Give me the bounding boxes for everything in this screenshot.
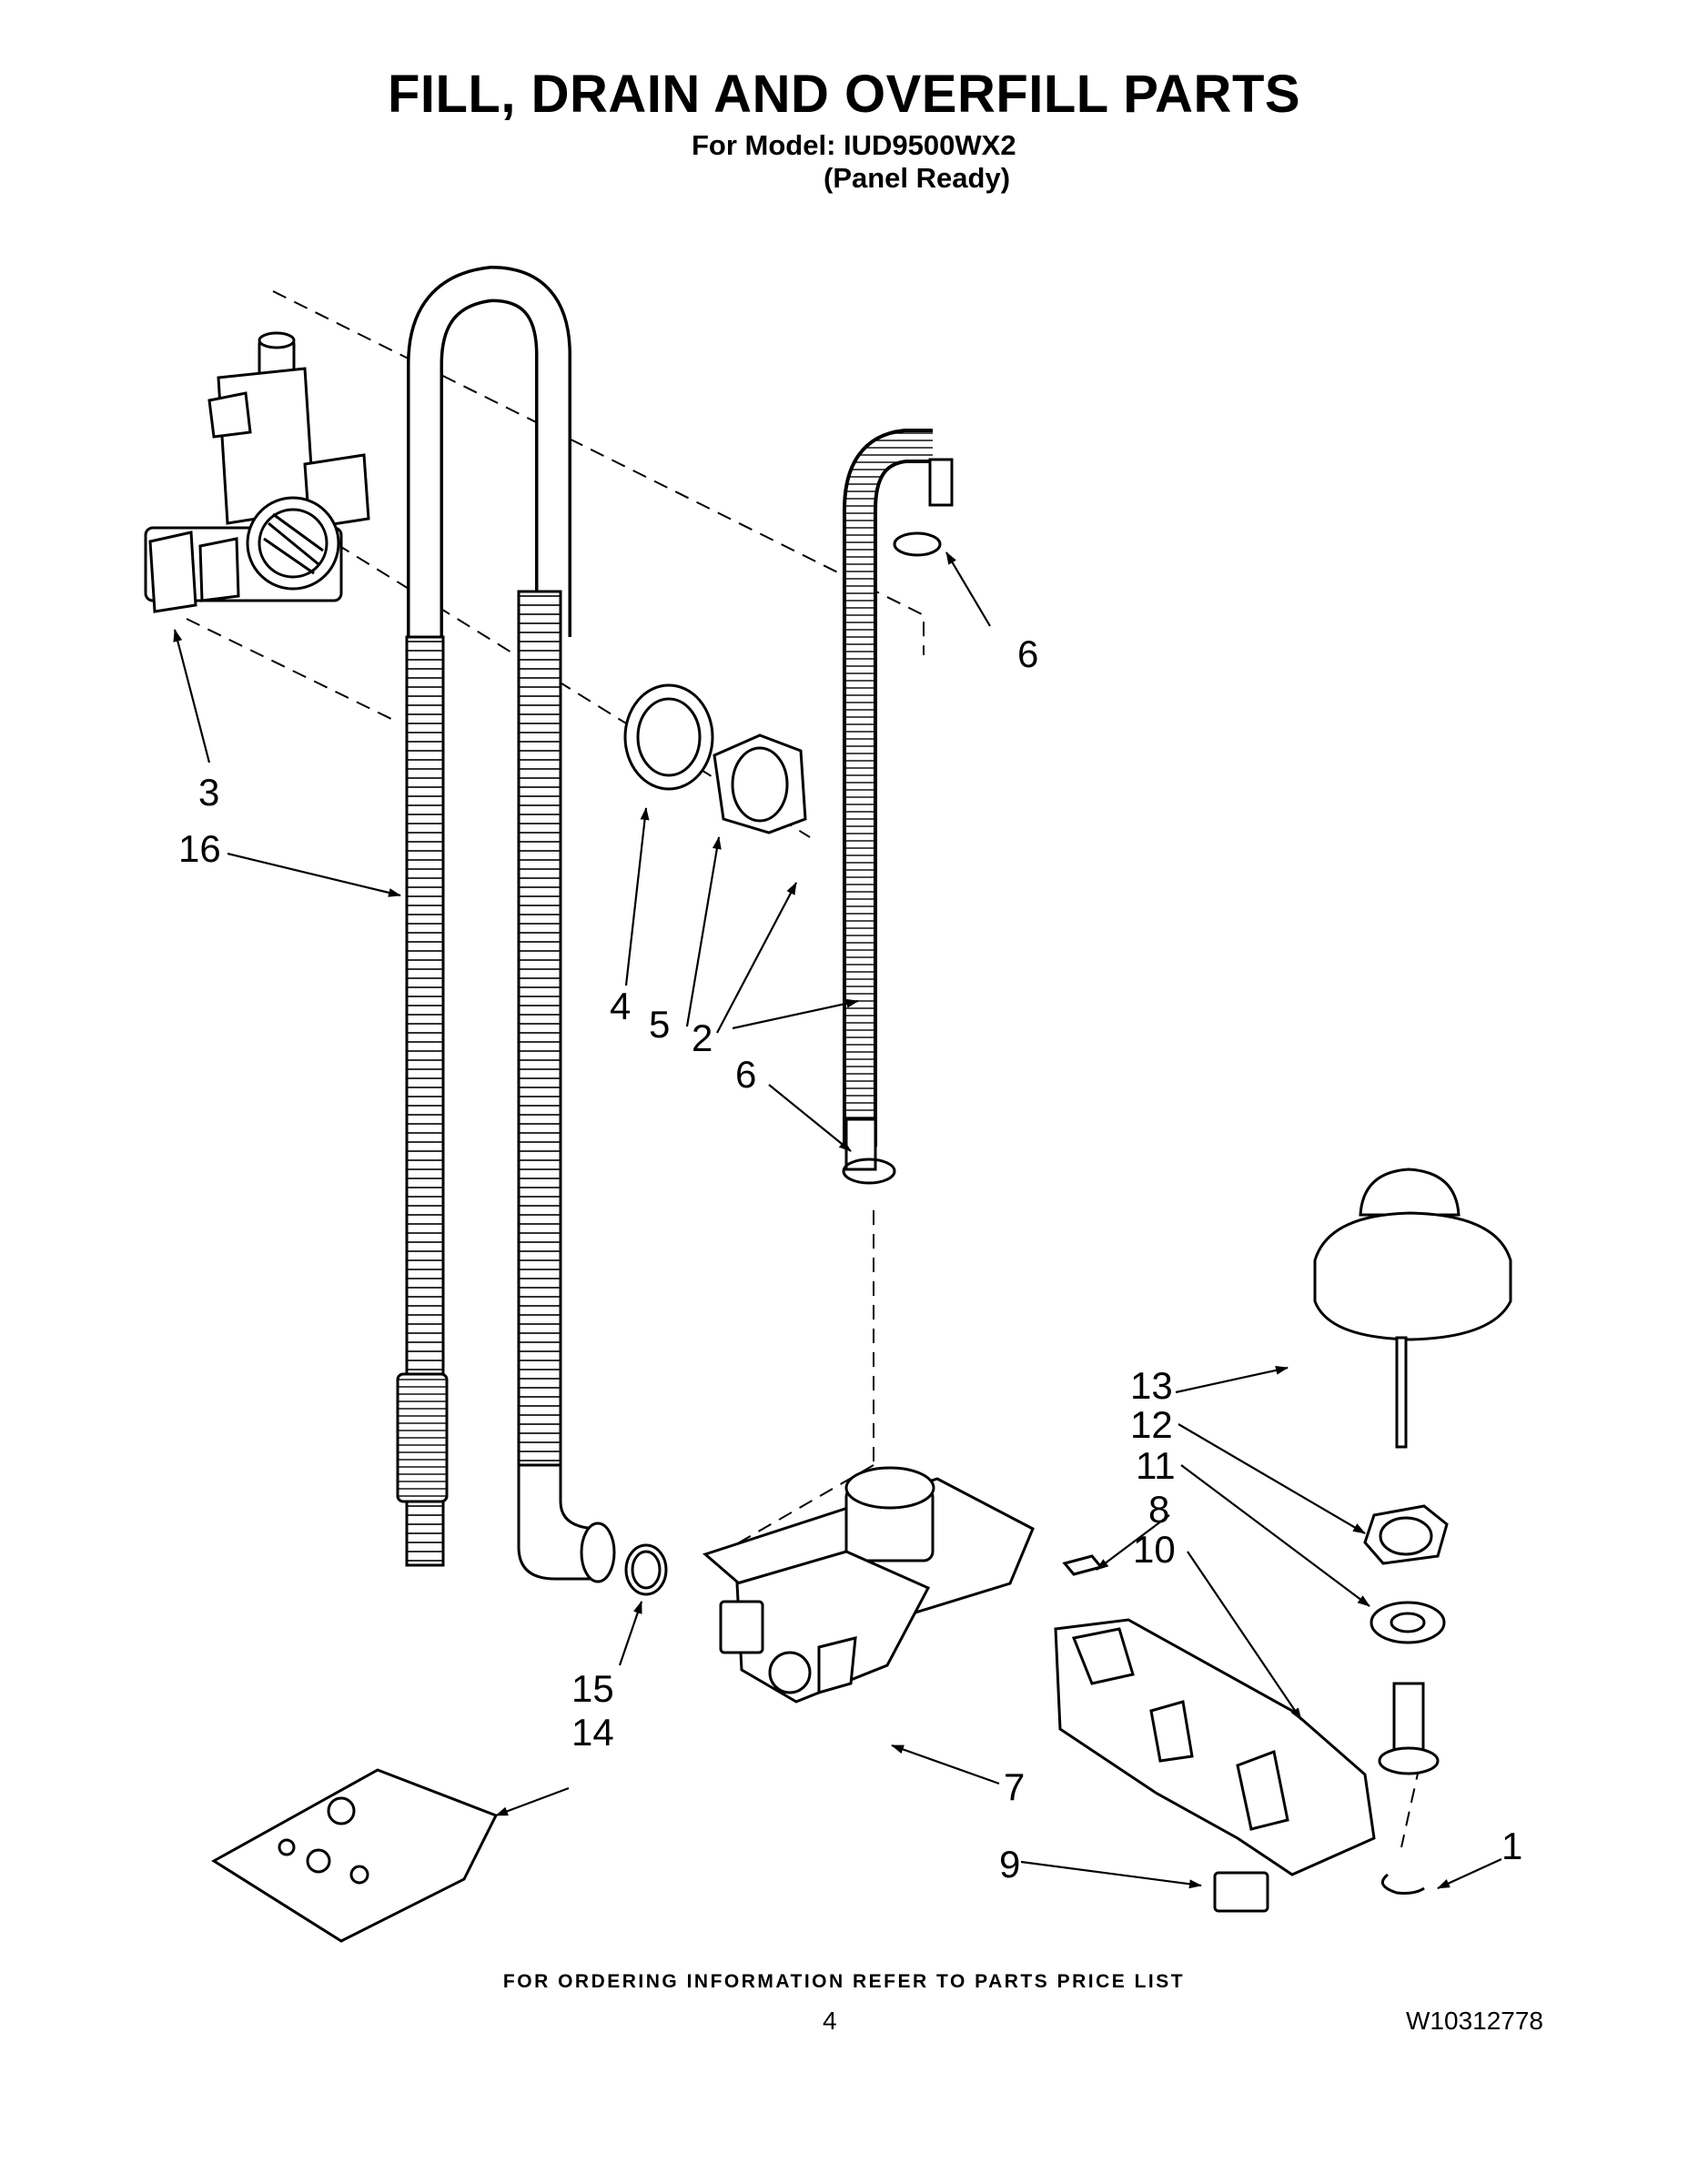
leader-arrows	[173, 551, 1502, 1890]
callout-12: 12	[1130, 1403, 1173, 1446]
callout-2: 2	[692, 1016, 713, 1059]
callout-10: 10	[1133, 1528, 1176, 1571]
model-line: For Model: IUD9500WX2	[692, 129, 1016, 161]
callout-14: 14	[571, 1711, 614, 1754]
document-number: W10312778	[1406, 2007, 1544, 2035]
callout-8: 8	[1148, 1488, 1169, 1531]
page-number: 4	[823, 2007, 837, 2035]
page-title: FILL, DRAIN AND OVERFILL PARTS	[387, 65, 1301, 124]
callout-7: 7	[1004, 1765, 1025, 1808]
callout-1: 1	[1501, 1825, 1522, 1867]
callout-9: 9	[999, 1843, 1020, 1886]
callout-6-bottom: 6	[735, 1053, 756, 1096]
fill-hose	[842, 429, 954, 1185]
fill-valve	[702, 1466, 1035, 1704]
callout-labels: 3 16 6 4 5 2 6 13 12 11 8 10 7 15 14 9 1	[178, 632, 1522, 1886]
callout-3: 3	[198, 771, 219, 814]
variant-line: (Panel Ready)	[824, 162, 1011, 194]
drain-hose	[396, 265, 616, 1583]
air-gap-bracket	[144, 331, 370, 613]
callout-11: 11	[1136, 1444, 1176, 1487]
callout-15: 15	[571, 1667, 614, 1710]
callout-4: 4	[610, 985, 631, 1027]
hardware-bag	[211, 1543, 668, 1943]
gasket-and-nut	[623, 683, 807, 834]
float-assembly	[1313, 1168, 1512, 1775]
callout-16: 16	[178, 827, 221, 870]
ordering-note: FOR ORDERING INFORMATION REFER TO PARTS …	[502, 1971, 1186, 1992]
overfill-switch-bracket	[1054, 1554, 1425, 1913]
callout-13: 13	[1130, 1364, 1173, 1407]
callout-6-top: 6	[1017, 632, 1038, 675]
callout-5: 5	[649, 1003, 670, 1046]
